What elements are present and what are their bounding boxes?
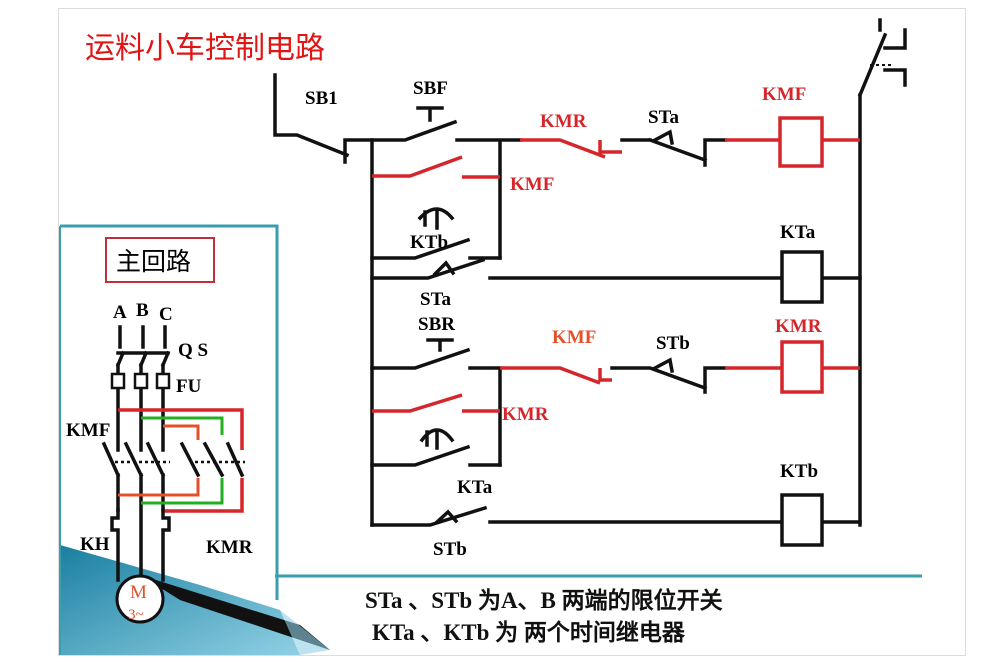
phase-c-label: C	[159, 304, 173, 325]
stb-no-label: STb	[433, 539, 467, 560]
kta-coil-label: KTa	[780, 222, 816, 243]
motor-label: M	[130, 582, 147, 603]
main-kmf-label: KMF	[66, 420, 110, 441]
main-heading: 主回路	[116, 247, 191, 276]
kmf-no-label: KMF	[510, 174, 554, 195]
stb-nc-label: STb	[656, 333, 690, 354]
kh-label: KH	[80, 534, 110, 555]
sta-no-label: STa	[420, 289, 451, 310]
kta-timer-label: KTa	[457, 477, 493, 498]
motor-sub-label: 3~	[128, 607, 144, 623]
main-circuit-wiring	[101, 325, 245, 624]
note-line-2: KTa 、KTb 为 两个时间继电器	[372, 619, 686, 645]
main-kmr-label: KMR	[206, 537, 253, 558]
phase-a-label: A	[113, 302, 127, 323]
kmf-coil-label: KMF	[762, 84, 806, 105]
slide-frame	[58, 8, 966, 656]
sta-nc-label: STa	[648, 107, 679, 128]
kmf-nc-label: KMF	[552, 327, 596, 348]
qs-label: Q S	[178, 340, 208, 361]
ktb-coil-label: KTb	[780, 461, 818, 482]
teal-band-right	[280, 610, 330, 655]
main-heading-box	[105, 237, 215, 283]
dark-wedge	[140, 575, 330, 650]
kmr-nc-label: KMR	[540, 111, 587, 132]
sb1-label: SB1	[305, 88, 338, 109]
phase-b-label: B	[136, 300, 149, 321]
ktb-timer-label: KTb	[410, 232, 448, 253]
page-title: 运料小车控制电路	[85, 31, 325, 66]
kmr-no-label: KMR	[502, 404, 549, 425]
sbf-label: SBF	[413, 78, 448, 99]
control-circuit-wiring	[273, 18, 907, 547]
sbr-label: SBR	[418, 314, 455, 335]
note-line-1: STa 、STb 为A、B 两端的限位开关	[365, 587, 723, 613]
kmr-coil-label: KMR	[775, 316, 822, 337]
fu-label: FU	[176, 376, 202, 397]
main-panel-border	[60, 224, 279, 600]
